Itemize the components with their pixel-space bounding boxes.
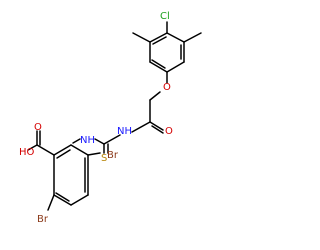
chlorine-label: Cl: [160, 11, 170, 22]
sulfur-label: S: [101, 153, 107, 164]
molecule-diagram: Cl O O NH S NH HO O Br Br: [19, 11, 202, 225]
ether-oxygen-label: O: [163, 82, 171, 93]
aryl-nh-label: NH: [80, 135, 95, 146]
bromine-bottom-label: Br: [37, 214, 49, 225]
amide-nh-label: NH: [117, 126, 132, 137]
carboxyl-oxygen-label: O: [34, 122, 42, 133]
bonds: [27, 21, 202, 211]
structure-drawing: Cl O O NH S NH HO O Br Br: [19, 11, 202, 225]
carboxyl-ho-label: HO: [19, 147, 35, 158]
bromine-top-label: Br: [107, 150, 119, 161]
amide-oxygen-label: O: [165, 126, 173, 137]
atom-labels: Cl O O NH S NH HO O Br Br: [19, 11, 173, 225]
